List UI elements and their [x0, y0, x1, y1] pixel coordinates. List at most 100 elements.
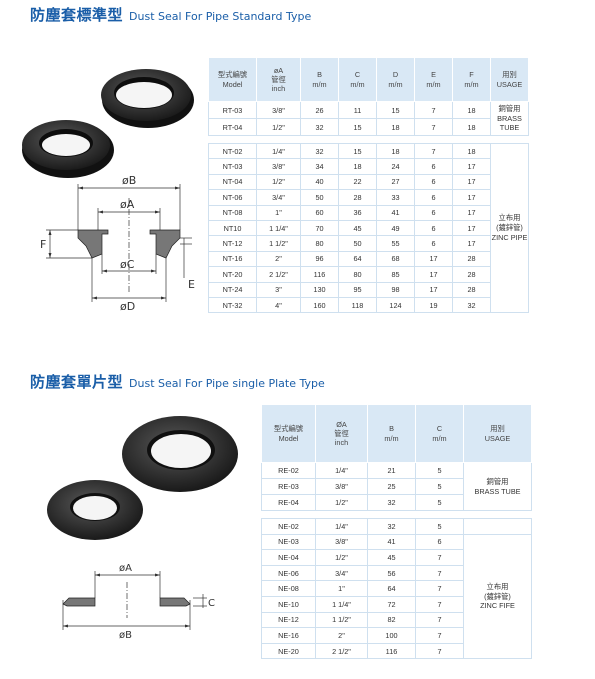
value-cell: 41 [376, 205, 415, 221]
model-cell: NE-08 [261, 580, 316, 597]
value-cell: 7 [414, 101, 453, 119]
value-cell: 5 [415, 518, 464, 535]
value-cell: 60 [300, 205, 339, 221]
model-cell: NE-10 [261, 596, 316, 613]
value-cell: 3/4" [315, 565, 368, 582]
dim-label-phiA: øA [120, 198, 135, 211]
model-cell: NE-20 [261, 643, 316, 660]
value-cell: 1" [256, 205, 301, 221]
value-cell: 82 [367, 612, 416, 629]
value-cell: 40 [300, 174, 339, 191]
standard-seal-photo [22, 69, 194, 178]
value-cell: 19 [414, 297, 453, 314]
value-cell: 18 [376, 118, 415, 136]
value-cell: 28 [452, 251, 491, 268]
model-cell: RE-03 [261, 478, 316, 495]
dim-label-E: E [188, 278, 195, 291]
value-cell: 7 [415, 565, 464, 582]
value-cell: 70 [300, 220, 339, 237]
dim-label-plate-phiB: øB [119, 630, 132, 640]
value-cell: 36 [338, 205, 377, 221]
value-cell: 98 [376, 282, 415, 298]
value-cell: 24 [376, 158, 415, 175]
value-cell: 3/8" [256, 101, 301, 119]
value-cell: 32 [367, 494, 416, 511]
value-cell: 18 [376, 142, 415, 160]
value-cell: 15 [338, 142, 377, 160]
dim-label-phiB: øB [122, 174, 136, 187]
value-cell: 6 [414, 189, 453, 206]
value-cell: 6 [414, 205, 453, 221]
value-cell: 80 [300, 235, 339, 252]
value-cell: 6 [415, 534, 464, 551]
value-cell: 6 [414, 158, 453, 175]
value-cell: 6 [414, 235, 453, 252]
value-cell: 15 [338, 118, 377, 136]
value-cell: 72 [367, 596, 416, 613]
value-cell: 1 1/4" [256, 220, 301, 237]
model-cell: NT10 [208, 220, 257, 237]
value-cell: 32 [452, 297, 491, 314]
value-cell: 2 1/2" [315, 643, 368, 660]
value-cell: 1/4" [256, 142, 301, 160]
dim-label-F: F [40, 238, 46, 251]
value-cell: 18 [452, 142, 491, 160]
value-cell: 2" [256, 251, 301, 268]
value-cell: 130 [300, 282, 339, 298]
value-cell: 1/2" [256, 118, 301, 136]
model-cell: NT-12 [208, 235, 257, 252]
model-cell: NT-08 [208, 205, 257, 221]
value-cell: 5 [415, 494, 464, 511]
value-cell: 116 [367, 643, 416, 660]
value-cell: 4" [256, 297, 301, 314]
value-cell: 17 [414, 266, 453, 283]
value-cell: 17 [452, 189, 491, 206]
value-cell: 17 [452, 220, 491, 237]
model-cell: NT-24 [208, 282, 257, 298]
model-cell: RE-02 [261, 462, 316, 479]
model-cell: NT-03 [208, 158, 257, 175]
value-cell: 45 [367, 549, 416, 566]
value-cell: 25 [367, 478, 416, 495]
value-cell: 96 [300, 251, 339, 268]
value-cell: 26 [300, 101, 339, 119]
value-cell: 2 1/2" [256, 266, 301, 283]
model-cell: RT-03 [208, 101, 257, 119]
model-cell: NT-06 [208, 189, 257, 206]
value-cell: 5 [415, 478, 464, 495]
value-cell: 64 [367, 580, 416, 597]
value-cell: 17 [452, 235, 491, 252]
value-cell: 18 [452, 118, 491, 136]
dim-label-plate-phiA: øA [119, 563, 132, 574]
value-cell: 1/2" [256, 174, 301, 191]
value-cell: 28 [452, 266, 491, 283]
value-cell: 1/4" [315, 462, 368, 479]
value-cell: 7 [414, 118, 453, 136]
plate-ring-large [122, 416, 238, 492]
value-cell: 7 [415, 643, 464, 660]
value-cell: 7 [415, 627, 464, 644]
value-cell: 34 [300, 158, 339, 175]
dim-label-phiC: øC [120, 258, 135, 271]
value-cell: 18 [452, 101, 491, 119]
